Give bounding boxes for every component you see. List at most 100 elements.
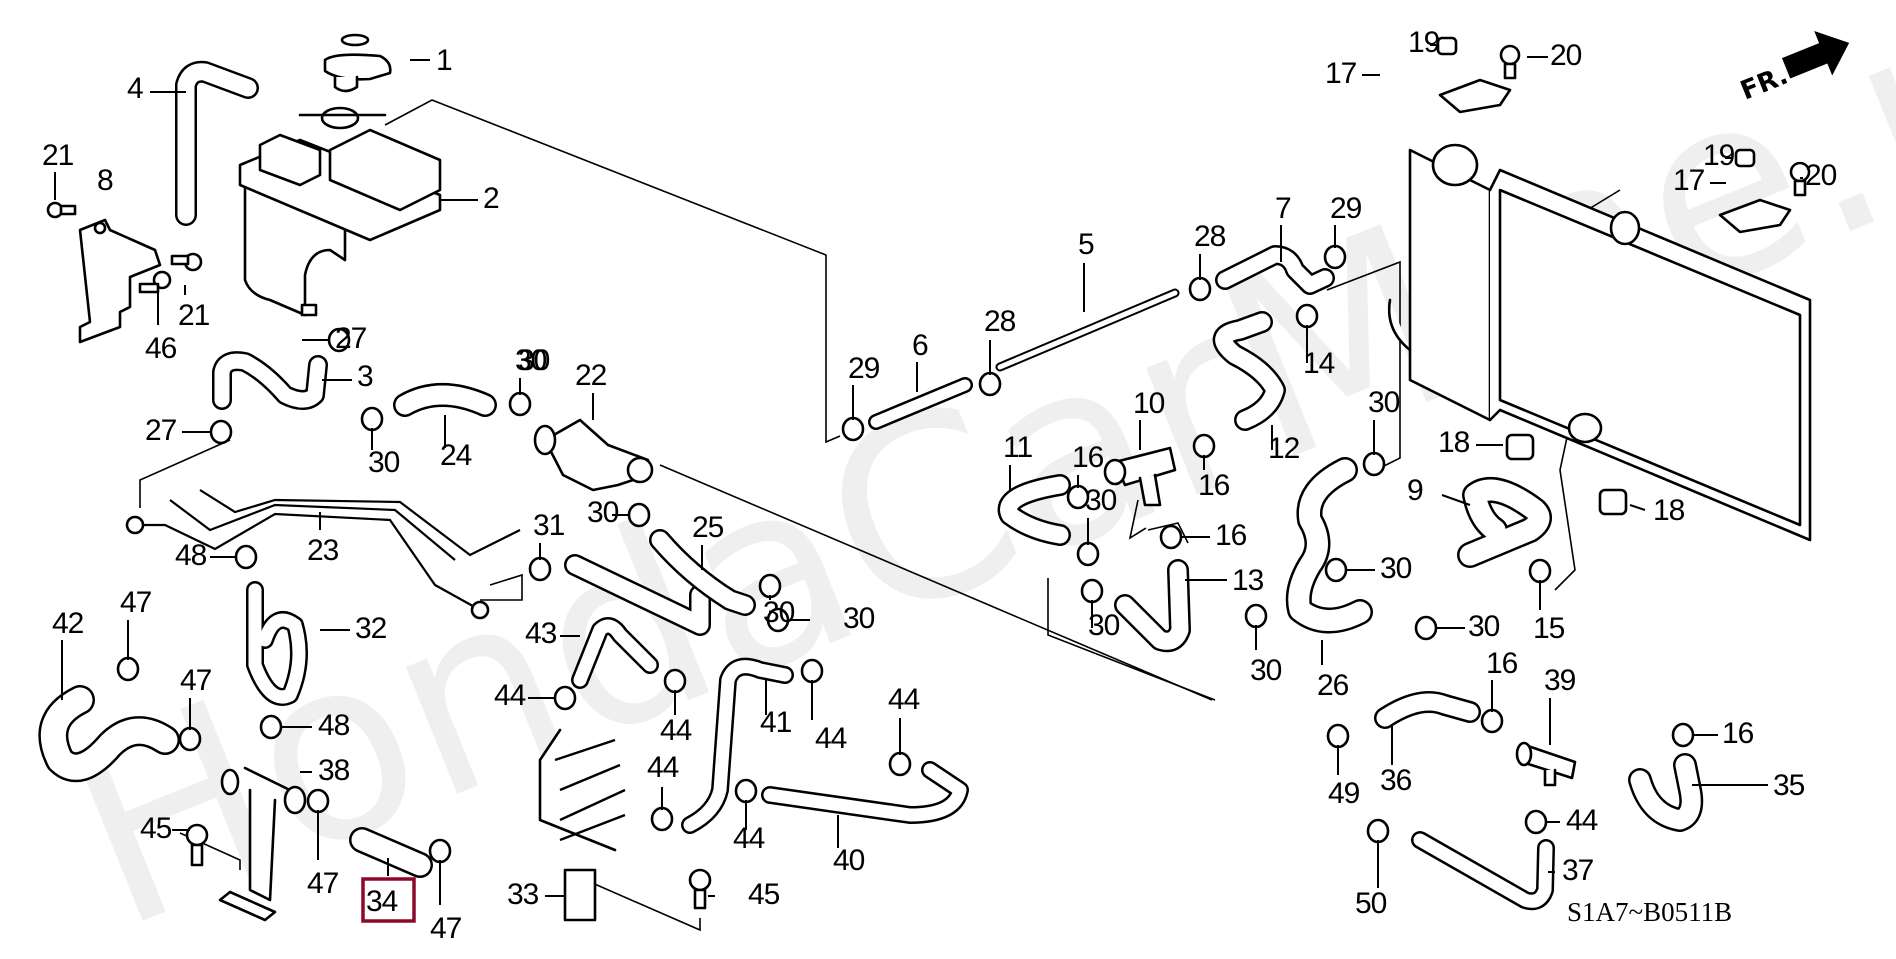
callout-label-45: 45 [140,812,172,845]
clamp-icon-47 [116,656,140,682]
clamp-icon-30 [758,573,782,599]
callout-label-5: 5 [1078,228,1094,261]
clamp-icon-14 [1295,303,1319,329]
callout-label-29: 29 [1330,192,1362,225]
bracket-8 [78,218,162,344]
clamp-icon-44 [1524,809,1548,835]
clamp-icon-28 [1188,276,1212,302]
hose-11 [997,474,1071,546]
callout-label-37: 37 [1562,854,1594,887]
callout-label-21: 21 [42,139,74,172]
leader-line-18 [1629,504,1646,511]
callout-label-3: 3 [357,360,373,393]
clamp-icon-30 [627,502,651,528]
callout-label-43: 43 [525,617,557,650]
hose-36 [1374,691,1481,729]
callout-label-44: 44 [1566,804,1598,837]
water-pipe-23 [125,489,521,620]
clamp-icon-44 [663,668,687,694]
callout-label-42: 42 [52,607,84,640]
callout-label-18: 18 [1653,494,1685,527]
hose-25 [564,529,756,636]
callout-label-44: 44 [660,714,692,747]
callout-label-50: 50 [1355,887,1387,920]
callout-label-20: 20 [1550,39,1582,72]
clamp-icon-16 [1159,524,1183,550]
callout-label-30: 30 [515,344,547,377]
callout-label-30: 30 [1468,610,1500,643]
callout-label-11: 11 [1003,431,1032,464]
highlighted-part-box [361,877,416,923]
clamp-icon-29 [1323,244,1347,270]
clamp-icon-30 [1414,615,1438,641]
hose-4 [175,60,259,226]
hose-35 [1628,753,1704,832]
callout-label-30: 30 [1088,609,1120,642]
callout-label-47: 47 [307,867,339,900]
hose-13 [1114,559,1191,653]
callout-label-35: 35 [1773,769,1805,802]
pipe-5 [995,288,1180,372]
callout-label-41: 41 [760,706,792,739]
callout-label-34[interactable]: 34 [366,885,399,918]
clamp-icon-44 [734,778,758,804]
callout-label-30: 30 [1085,484,1117,517]
clamp-icon-29 [841,416,865,442]
callout-label-44: 44 [494,679,526,712]
clamp-icon-44 [650,806,674,832]
hose-40 [761,761,969,824]
callout-label-44: 44 [888,683,920,716]
callout-label-6: 6 [912,329,928,362]
callout-label-28: 28 [984,305,1016,338]
callout-label-47: 47 [430,912,462,945]
callout-label-27: 27 [145,414,177,447]
callout-label-31: 31 [533,509,565,542]
upper-mount-17 [1438,78,1792,234]
bracket-38 [218,766,307,922]
callout-label-10: 10 [1133,387,1165,420]
hose-24 [393,383,497,417]
callout-label-30: 30 [1250,654,1282,687]
callout-label-25: 25 [692,511,724,544]
clamp-icon-30 [508,391,532,417]
hose-37 [1411,831,1555,911]
callout-label-2: 2 [483,182,499,215]
callout-label-30: 30 [1380,552,1412,585]
callout-label-30: 30 [518,344,550,377]
callout-label-20: 20 [1805,159,1837,192]
leader-line-9 [1441,494,1471,506]
callout-label-38: 38 [318,754,350,787]
callout-label-26: 26 [1317,669,1349,702]
callout-label-30: 30 [1368,386,1400,419]
callout-label-48: 48 [175,539,207,572]
hose-9 [1457,477,1552,568]
thermostat-housing-22 [533,418,654,492]
callout-label-28: 28 [1194,220,1226,253]
callout-label-30: 30 [843,602,875,635]
callout-label-47: 47 [180,664,212,697]
callout-label-46: 46 [145,332,177,365]
diagram-code: S1A7~B0511B [1567,897,1732,927]
callout-label-18: 18 [1438,426,1470,459]
clamp-icon-28 [978,371,1002,397]
bolts [46,44,1811,910]
callout-label-7: 7 [1275,192,1291,225]
callout-label-16: 16 [1486,647,1518,680]
callout-label-29: 29 [848,352,880,385]
callout-label-44: 44 [647,751,679,784]
callout-label-16: 16 [1072,441,1104,474]
clamp-icon-16 [1192,433,1216,459]
callout-label-47: 47 [120,586,152,619]
callout-label-4: 4 [127,72,143,105]
callout-label-45: 45 [748,878,780,911]
callout-label-21: 21 [178,299,210,332]
clamp-icon-15 [1528,558,1552,584]
callout-label-33: 33 [507,878,539,911]
callout-label-44: 44 [815,722,847,755]
callout-label-39: 39 [1544,664,1576,697]
clamp-icon-30 [1324,557,1348,583]
callout-label-1: 1 [436,44,452,77]
hose-32 [246,581,308,706]
callout-label-44: 44 [733,822,765,855]
